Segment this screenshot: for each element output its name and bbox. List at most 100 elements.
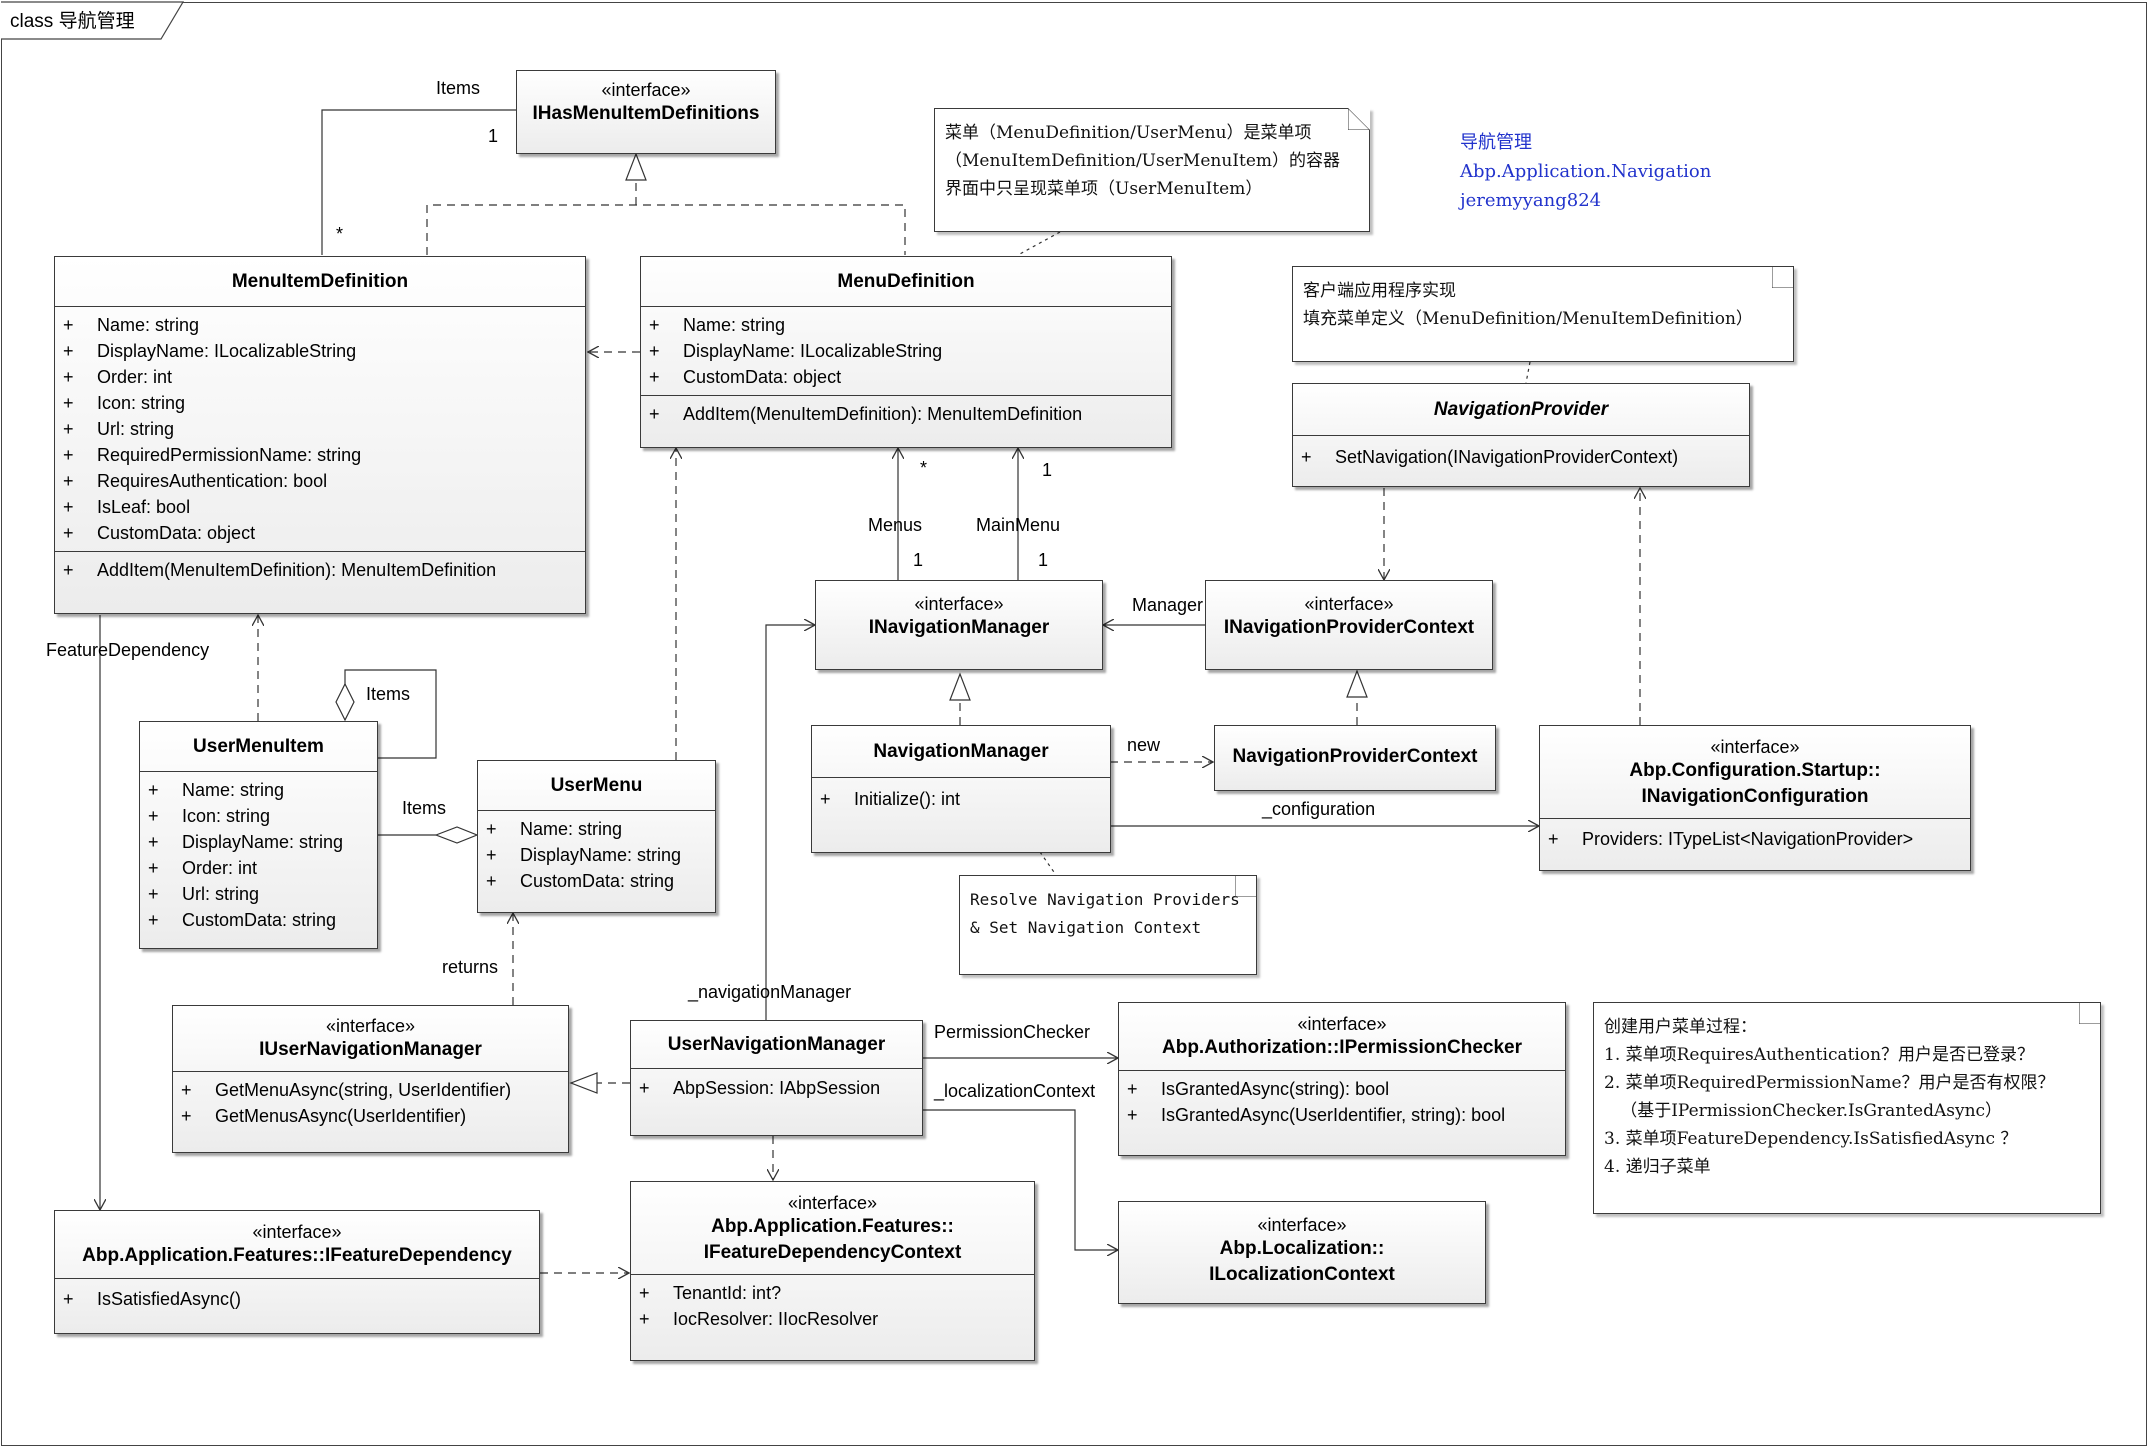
label-multiplicity-star-left: * xyxy=(336,224,344,244)
triangle-usernav xyxy=(569,1072,598,1094)
label-items-usermenu: Items xyxy=(402,798,447,818)
operation: +GetMenuAsync(string, UserIdentifier) xyxy=(181,1080,512,1100)
note-fold-icon xyxy=(1348,108,1370,130)
operation: +IsGrantedAsync(string): bool xyxy=(1127,1079,1390,1099)
stereotype: «interface» xyxy=(1710,737,1800,757)
class-inavigation-provider-context[interactable]: «interface» INavigationProviderContext xyxy=(1205,580,1493,670)
label-mainmenu: MainMenu xyxy=(976,515,1061,535)
triangle-providerctx xyxy=(1346,669,1368,698)
stereotype: «interface» xyxy=(787,1193,878,1213)
stereotype: «interface» xyxy=(325,1016,416,1036)
note-connector-client xyxy=(1525,361,1531,384)
class-inavigation-configuration[interactable]: «interface» Abp.Configuration.Startup:: … xyxy=(1539,725,1971,871)
attributes: +Name: string +DisplayName: ILocalizable… xyxy=(55,307,585,552)
operations: +AddItem(MenuItemDefinition): MenuItemDe… xyxy=(55,552,585,588)
class-ilocalization-context[interactable]: «interface» Abp.Localization:: ILocaliza… xyxy=(1118,1201,1486,1304)
operations: +AddItem(MenuItemDefinition): MenuItemDe… xyxy=(641,396,1171,432)
attribute: +DisplayName: ILocalizableString xyxy=(63,341,357,361)
operation: +Initialize(): int xyxy=(820,789,961,809)
class-name: ILocalizationContext xyxy=(1209,1264,1395,1285)
diamond-usermenu xyxy=(434,826,479,844)
label-navigation-manager: _navigationManager xyxy=(688,982,852,1002)
class-user-navigation-manager[interactable]: UserNavigationManager +AbpSession: IAbpS… xyxy=(630,1020,923,1136)
attribute: +CustomData: object xyxy=(63,523,256,543)
class-ihas-menu-item-definitions[interactable]: «interface» IHasMenuItemDefinitions xyxy=(516,70,776,154)
label-manager: Manager xyxy=(1132,595,1204,615)
attributes: +AbpSession: IAbpSession xyxy=(631,1069,922,1106)
class-user-menu-item[interactable]: UserMenuItem +Name: string +Icon: string… xyxy=(139,721,378,949)
operation: +SetNavigation(INavigationProviderContex… xyxy=(1301,447,1679,467)
label-multiplicity-one-mainmenu-bottom: 1 xyxy=(1038,550,1049,570)
class-name: Abp.Configuration.Startup:: xyxy=(1629,760,1881,781)
note-fold-icon xyxy=(1235,875,1257,897)
class-navigation-provider[interactable]: NavigationProvider +SetNavigation(INavig… xyxy=(1292,383,1750,487)
stereotype: «interface» xyxy=(601,80,691,100)
attribute: +Icon: string xyxy=(63,393,186,413)
operations: +IsGrantedAsync(string): bool +IsGranted… xyxy=(1119,1071,1565,1133)
class-iuser-navigation-manager[interactable]: «interface» IUserNavigationManager +GetM… xyxy=(172,1005,569,1153)
note-connector-resolve xyxy=(1039,851,1057,876)
attribute: +TenantId: int? xyxy=(639,1283,782,1303)
operation: +IsGrantedAsync(UserIdentifier, string):… xyxy=(1127,1105,1506,1125)
class-name: UserMenu xyxy=(550,775,643,796)
diamond-self xyxy=(335,682,355,722)
class-menu-definition[interactable]: MenuDefinition +Name: string +DisplayNam… xyxy=(640,256,1172,448)
label-multiplicity-one-top: 1 xyxy=(488,126,499,146)
note-fold-icon xyxy=(2079,1002,2101,1024)
class-navigation-provider-context[interactable]: NavigationProviderContext xyxy=(1214,725,1496,791)
attribute: +RequiresAuthentication: bool xyxy=(63,471,328,491)
attribute: +Url: string xyxy=(63,419,175,439)
attributes: +Name: string +DisplayName: string +Cust… xyxy=(478,811,715,899)
attribute: +Order: int xyxy=(63,367,173,387)
class-navigation-manager[interactable]: NavigationManager +Initialize(): int xyxy=(811,725,1111,853)
attribute: +DisplayName: ILocalizableString xyxy=(649,341,943,361)
stereotype: «interface» xyxy=(914,594,1004,614)
class-name: INavigationConfiguration xyxy=(1641,786,1869,807)
attribute: +CustomData: string xyxy=(486,871,675,891)
stereotype: «interface» xyxy=(1297,1014,1387,1034)
label-permission-checker: PermissionChecker xyxy=(934,1022,1091,1042)
class-ifeature-dependency-context[interactable]: «interface» Abp.Application.Features:: I… xyxy=(630,1181,1035,1361)
attribute: +Name: string xyxy=(63,315,200,335)
stereotype: «interface» xyxy=(1257,1215,1347,1235)
attribute: +Order: int xyxy=(148,858,258,878)
label-items-top: Items xyxy=(436,78,481,98)
edge-localization-context xyxy=(923,1109,1118,1250)
attribute: +Name: string xyxy=(649,315,786,335)
stereotype: «interface» xyxy=(252,1222,342,1242)
class-name: MenuItemDefinition xyxy=(231,271,409,292)
label-feature-dependency: FeatureDependency xyxy=(46,640,210,660)
operations: +IsSatisfiedAsync() xyxy=(55,1279,539,1317)
class-name: NavigationProviderContext xyxy=(1232,746,1478,767)
label-multiplicity-one-mainmenu: 1 xyxy=(1042,460,1053,480)
attributes: +TenantId: int? +IocResolver: IIocResolv… xyxy=(631,1275,1034,1337)
attribute: +Name: string xyxy=(148,780,285,800)
class-name: INavigationProviderContext xyxy=(1223,617,1475,638)
class-name: IHasMenuItemDefinitions xyxy=(532,103,760,124)
attribute: +Url: string xyxy=(148,884,260,904)
class-name: NavigationProvider xyxy=(1433,399,1609,420)
class-ifeature-dependency[interactable]: «interface» Abp.Application.Features::IF… xyxy=(54,1210,540,1334)
note-fold-icon xyxy=(1772,266,1794,288)
edge-items-aggregation xyxy=(321,109,518,255)
class-name: MenuDefinition xyxy=(837,271,975,292)
class-ipermission-checker[interactable]: «interface» Abp.Authorization::IPermissi… xyxy=(1118,1002,1566,1156)
label-configuration: _configuration xyxy=(1262,799,1376,819)
operation: +AddItem(MenuItemDefinition): MenuItemDe… xyxy=(63,560,497,580)
label-menus: Menus xyxy=(868,515,923,535)
label-items-self: Items xyxy=(366,684,411,704)
operations: +Initialize(): int xyxy=(812,778,1110,817)
class-inavigation-manager[interactable]: «interface» INavigationManager xyxy=(815,580,1103,670)
frame-tab xyxy=(1,1,184,40)
attribute: +CustomData: string xyxy=(148,910,337,930)
attribute: +DisplayName: string xyxy=(486,845,682,865)
class-menu-item-definition[interactable]: MenuItemDefinition +Name: string +Displa… xyxy=(54,256,586,614)
class-user-menu[interactable]: UserMenu +Name: string +DisplayName: str… xyxy=(477,760,716,913)
edge-navigation-manager xyxy=(765,625,815,1020)
attribute: +Icon: string xyxy=(148,806,271,826)
attribute: +IsLeaf: bool xyxy=(63,497,191,517)
label-new: new xyxy=(1127,735,1161,755)
attribute: +CustomData: object xyxy=(649,367,842,387)
class-name: UserNavigationManager xyxy=(667,1034,886,1055)
